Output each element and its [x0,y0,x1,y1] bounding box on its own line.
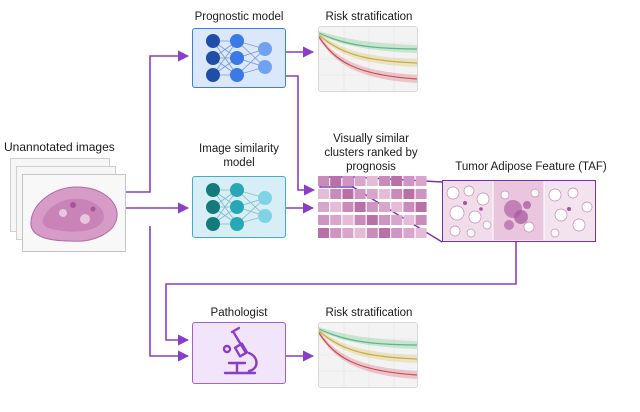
cluster-thumbnail [391,176,403,186]
risk-chart-bottom [318,322,418,388]
cluster-thumbnail [391,215,403,225]
prognostic-model-label: Prognostic model [194,11,284,23]
cluster-thumbnail [366,202,378,212]
image-similarity-model-box [192,176,286,238]
microscope-icon [222,326,258,375]
cluster-thumbnail [415,189,427,199]
cluster-thumbnail [318,202,329,212]
cluster-thumbnail [354,215,366,225]
similarity-label-line1: Image similarity [199,143,279,155]
clusters-label-line1: Visually similar [333,133,409,145]
cluster-thumbnail [379,202,390,212]
taf-tissue-patches [443,181,594,240]
cluster-thumbnail [354,202,366,212]
slide-front [22,174,126,252]
clusters-label: Visually similar clusters ranked by prog… [316,132,426,174]
cluster-thumbnail [415,176,427,186]
taf-label: Tumor Adipose Feature (TAF) [455,161,607,173]
cluster-thumbnail [366,215,378,225]
cluster-thumbnail [342,228,354,238]
cluster-thumbnail [403,228,415,238]
cluster-thumbnail [379,215,390,225]
pathologist-label: Pathologist [210,307,268,319]
cluster-thumbnail [330,215,342,225]
taf-image-panel [442,180,596,242]
cluster-thumbnail [415,215,427,225]
cluster-thumbnail [403,189,415,199]
cluster-thumbnail [379,228,390,238]
cluster-thumbnail [366,228,378,238]
arrow-taf-to-pathologist [165,242,517,346]
cluster-thumbnail [342,189,354,199]
risk-stratification-top-label: Risk stratification [325,11,413,23]
cluster-thumbnail [391,202,403,212]
cluster-thumbnail [354,189,366,199]
unannotated-images-label: Unannotated images [4,140,115,154]
cluster-thumbnail [318,176,329,186]
cluster-thumbnail [366,189,378,199]
cluster-thumbnail [379,189,390,199]
cluster-thumbnail [403,202,415,212]
pathologist-box [192,322,286,384]
cluster-thumbnail [318,189,329,199]
clusters-label-line3: prognosis [346,161,396,173]
survival-curves-top [318,27,418,91]
cluster-thumbnail [354,228,366,238]
cluster-thumbnail [379,176,390,186]
cluster-thumbnail [342,215,354,225]
cluster-thumbnail [403,176,415,186]
risk-stratification-bottom-label: Risk stratification [325,307,413,319]
survival-curves-bottom [318,323,418,387]
cluster-thumbnail [330,189,342,199]
cluster-thumbnail [342,202,354,212]
risk-chart-top [318,26,418,92]
cluster-thumbnail [366,176,378,186]
arrow-images-to-pathologist [149,226,190,362]
cluster-thumbnail [415,202,427,212]
cluster-thumbnail [415,228,427,238]
cluster-thumbnail [318,228,329,238]
clusters-label-line2: clusters ranked by [324,147,418,159]
cluster-thumbnail [330,202,342,212]
cluster-thumbnail [391,228,403,238]
cluster-thumbnail [403,215,415,225]
cluster-grid [318,176,427,238]
cluster-thumbnail [391,189,403,199]
cluster-thumbnail [330,228,342,238]
arrow-prognostic-to-clusters [286,75,316,196]
image-stack [10,158,128,254]
tissue-thumbnail [30,186,118,242]
neural-network-icon [206,34,272,82]
prognostic-model-box [192,28,286,88]
cluster-thumbnail [354,176,366,186]
cluster-thumbnail [342,176,354,186]
cluster-thumbnail [330,176,342,186]
similarity-label-line2: model [223,157,255,169]
neural-network-icon [206,183,272,231]
image-similarity-model-label: Image similarity model [180,142,298,170]
cluster-thumbnail [318,215,329,225]
arrow-images-to-prognostic [126,50,190,193]
